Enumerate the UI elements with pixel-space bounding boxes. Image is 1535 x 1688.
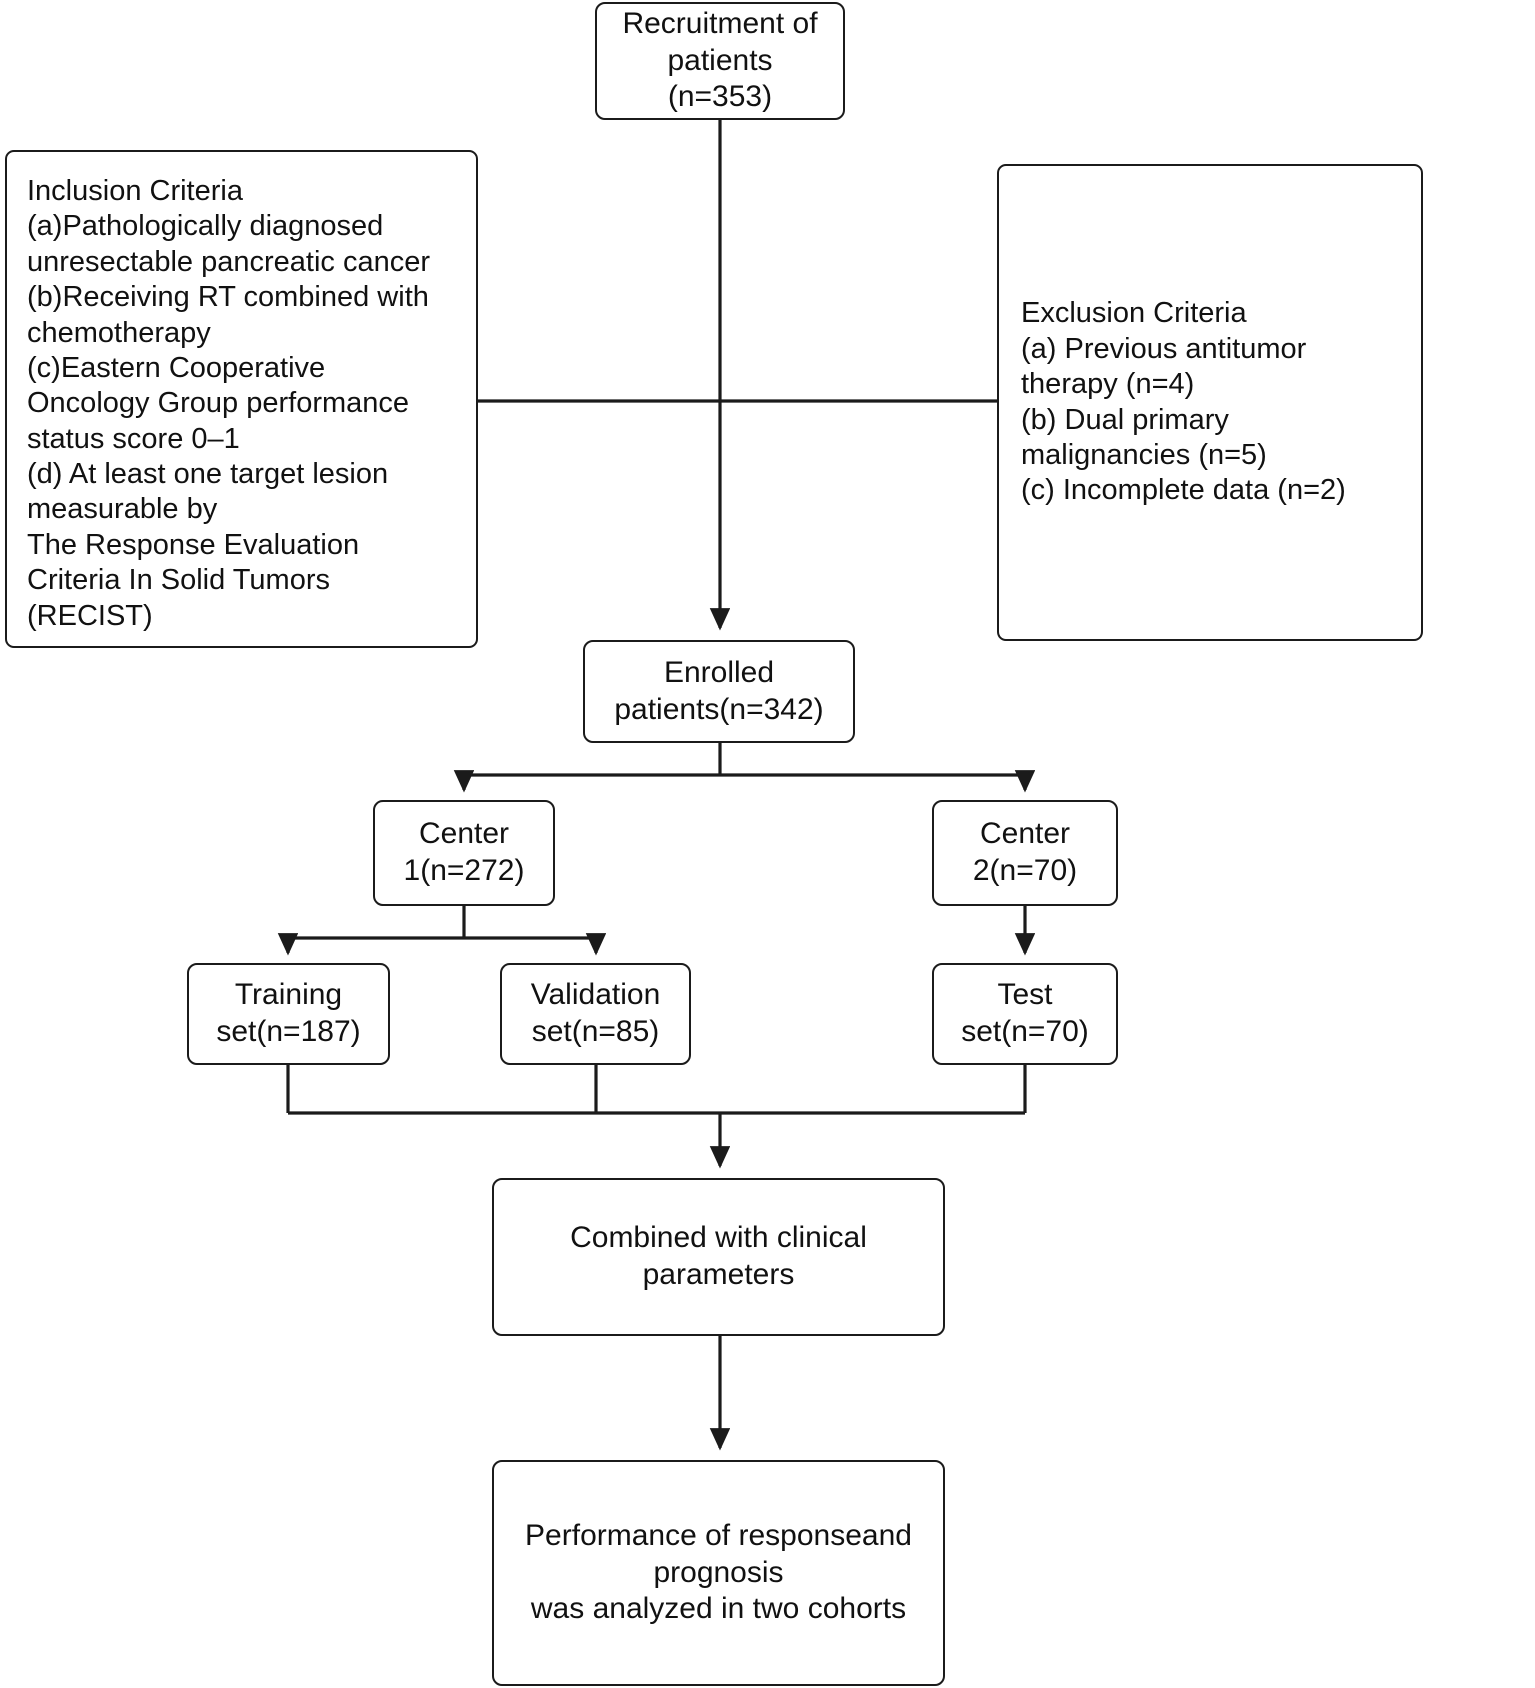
node-validation-set-label: Validation set(n=85) — [530, 978, 661, 1048]
node-performance-label: Performance of responseand prognosis was… — [525, 1519, 912, 1626]
node-test-set-label: Test set(n=70) — [961, 978, 1089, 1048]
node-exclusion-criteria: Exclusion Criteria (a) Previous antitumo… — [997, 164, 1423, 641]
node-center-2-label: Center 2(n=70) — [972, 817, 1078, 887]
node-center-1: Center 1(n=272) — [373, 800, 555, 906]
node-enrolled-label: Enrolled patients(n=342) — [614, 655, 824, 726]
node-center-1-label: Center 1(n=272) — [403, 817, 525, 887]
node-center-2: Center 2(n=70) — [932, 800, 1118, 906]
node-test-set: Test set(n=70) — [932, 963, 1118, 1065]
node-training-set-label: Training set(n=187) — [216, 978, 361, 1048]
node-performance-analysis: Performance of responseand prognosis was… — [492, 1460, 945, 1686]
node-combined-with-clinical-parameters: Combined with clinical parameters — [492, 1178, 945, 1336]
node-recruitment-label: Recruitment of patients (n=353) — [622, 7, 818, 114]
node-recruitment-of-patients: Recruitment of patients (n=353) — [595, 2, 845, 120]
node-validation-set: Validation set(n=85) — [500, 963, 691, 1065]
node-enrolled-patients: Enrolled patients(n=342) — [583, 640, 855, 743]
node-training-set: Training set(n=187) — [187, 963, 390, 1065]
node-exclusion-label: Exclusion Criteria (a) Previous antitumo… — [1021, 297, 1346, 507]
node-inclusion-criteria: Inclusion Criteria (a)Pathologically dia… — [5, 150, 478, 648]
node-inclusion-label: Inclusion Criteria (a)Pathologically dia… — [27, 175, 431, 632]
node-combined-label: Combined with clinical parameters — [570, 1221, 867, 1291]
